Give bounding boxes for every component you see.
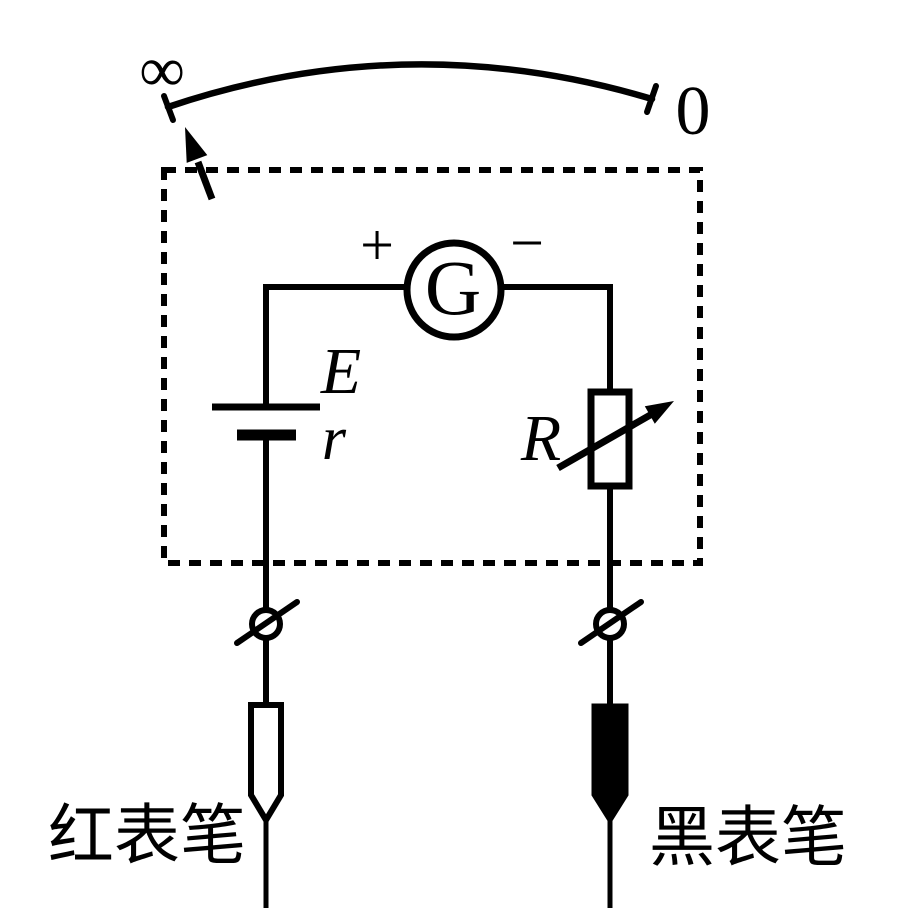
red-probe-body [248,702,284,826]
left-terminal-slash [234,599,300,646]
ohmmeter-enclosure-dashed-box [161,167,703,566]
galvanometer-plus-sign: + [360,212,394,278]
galvanometer-circle [403,239,505,341]
scale-end-tick-zero [644,83,659,115]
wire-galvanometer-to-resistor [501,284,613,392]
resistor-adjust-arrow-shaft [556,410,654,472]
black-probe-body [591,703,629,825]
resistor-label: R [520,402,561,475]
red-probe-label: 红表笔 [48,800,246,873]
meter-scale-arc [164,61,656,111]
galvanometer-label: G [425,244,481,331]
right-terminal-slash [578,599,644,646]
scale-end-tick-infinity [161,93,176,123]
meter-needle-arrowhead-icon [185,127,208,163]
battery-internal-resistance-label: r [322,405,347,473]
galvanometer-minus-sign: − [510,210,544,276]
scale-label-zero: 0 [676,73,711,150]
wire-battery-to-galvanometer [263,284,409,406]
scale-label-infinity: ∞ [139,34,185,105]
resistor-adjust-arrowhead-icon [644,401,674,424]
battery-emf-label: E [320,335,361,408]
meter-needle-shaft [194,160,216,201]
black-probe-label: 黑表笔 [649,802,847,875]
